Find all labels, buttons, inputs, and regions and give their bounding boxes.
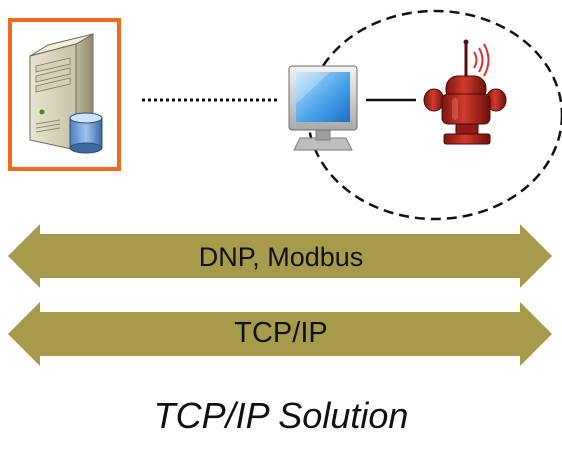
database-icon <box>69 112 103 154</box>
wireless-signal-icon <box>473 43 490 77</box>
protocol-arrow <box>8 224 552 288</box>
dashed-group-circle <box>306 9 562 221</box>
server-with-database-icon <box>29 33 103 154</box>
wireless-transmitter-icon <box>423 39 507 145</box>
diagram-caption: TCP/IP Solution <box>153 395 409 436</box>
arrow-label-protocols: DNP, Modbus <box>198 242 364 272</box>
transport-arrow <box>8 302 552 366</box>
computer-monitor-icon <box>288 65 358 151</box>
arrow-label-transport: TCP/IP <box>234 317 328 349</box>
server-node <box>8 18 121 171</box>
